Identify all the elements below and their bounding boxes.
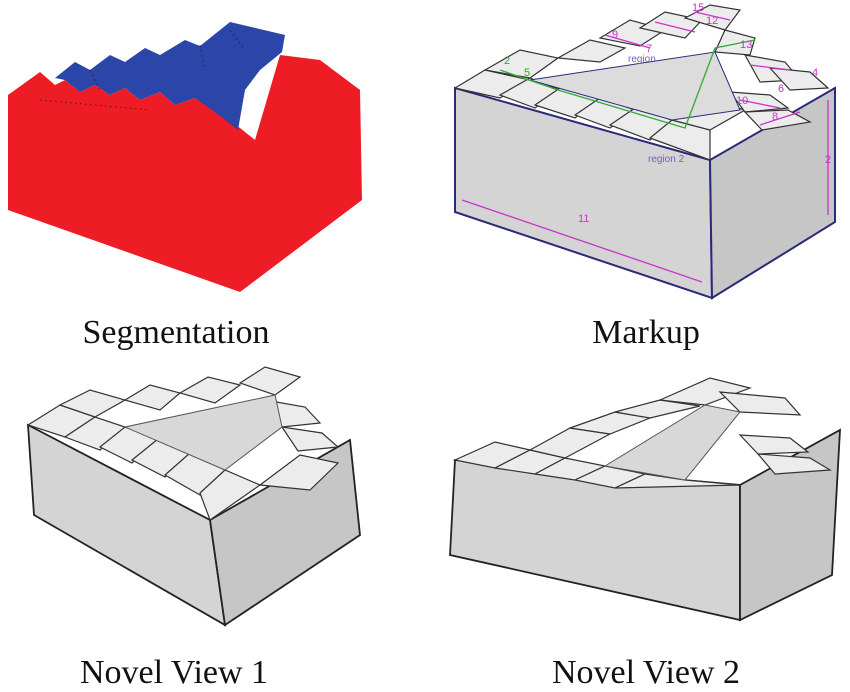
novel-view-2-figure [449,377,841,622]
markup-label-4: 4 [812,67,818,79]
markup-label-7: 7 [646,43,652,55]
markup-panel: 15 12 9 7 13 4 6 10 8 11 2 2 5 region re… [440,0,850,300]
nv2-right-face [739,428,841,622]
markup-label-5: 5 [524,67,530,79]
markup-label-11: 11 [578,213,589,225]
segment-red-region [8,55,362,292]
caption-novel-view-2: Novel View 2 [551,654,741,691]
markup-label-13: 13 [740,39,752,51]
markup-label-10: 10 [736,95,748,107]
caption-markup: Markup [592,314,700,351]
markup-right-face [708,86,836,300]
markup-label-6: 6 [778,83,784,95]
novel-view-2-panel [440,370,850,640]
markup-label-9: 9 [612,29,618,41]
markup-label-2: 2 [504,55,510,67]
markup-green-outline [499,39,756,129]
markup-label-12: 12 [706,15,718,27]
markup-inner-well [529,51,741,121]
segmentation-panel [0,0,380,300]
nv2-stairs [453,377,832,489]
markup-label-15: 15 [692,2,704,14]
markup-label-region2: region 2 [648,154,685,165]
markup-label-8: 8 [772,111,778,123]
nv2-inner-well [603,404,741,481]
caption-segmentation: Segmentation [82,314,270,351]
novel-view-1-panel [20,365,380,635]
segment-blue-region [55,22,285,130]
caption-novel-view-1: Novel View 1 [79,654,269,691]
markup-label-2b: 2 [825,154,831,166]
markup-label-region1: region [628,54,656,65]
markup-magenta-lines [461,11,829,283]
nv1-inner-well [123,394,283,471]
novel-view-1-figure [26,366,361,627]
segmentation-figure [8,22,362,292]
markup-figure: 15 12 9 7 13 4 6 10 8 11 2 2 5 region re… [453,2,836,300]
